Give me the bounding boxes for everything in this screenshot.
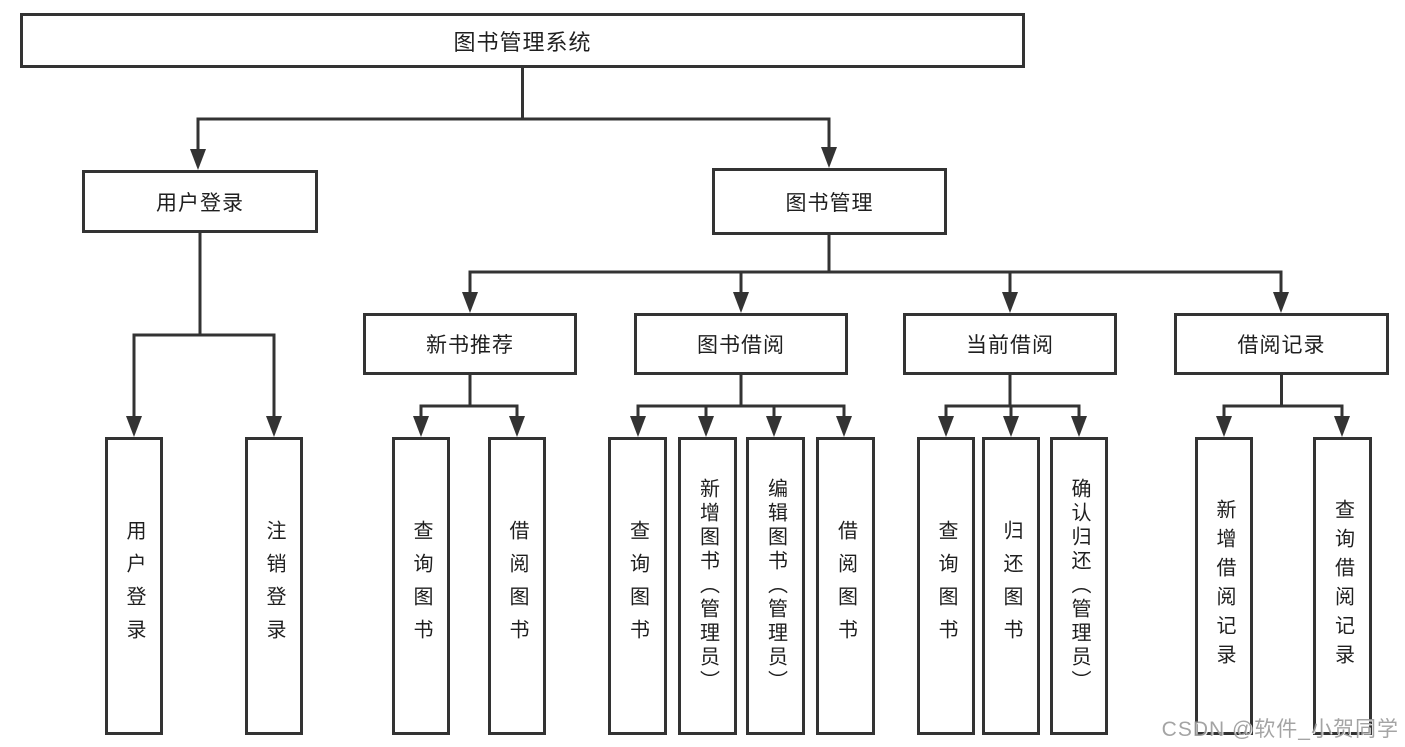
node-book-management: 图书管理: [712, 168, 947, 235]
leaf-query-books-borrow: 查询图书: [608, 437, 667, 735]
leaf-add-borrow-record: 新增借阅记录: [1195, 437, 1253, 735]
leaf-query-borrow-record: 查询借阅记录: [1313, 437, 1372, 735]
leaf-add-books-admin: 新增图书（管理员）: [678, 437, 737, 735]
leaf-user-login: 用户登录: [105, 437, 163, 735]
leaf-edit-books-admin: 编辑图书（管理员）: [746, 437, 805, 735]
node-book-borrow: 图书借阅: [634, 313, 848, 375]
leaf-borrow-books: 借阅图书: [816, 437, 875, 735]
leaf-confirm-return-admin: 确认归还（管理员）: [1050, 437, 1108, 735]
leaf-return-books: 归还图书: [982, 437, 1040, 735]
csdn-watermark: CSDN @软件_小贺同学: [1161, 718, 1399, 741]
node-new-book-recommend: 新书推荐: [363, 313, 577, 375]
leaf-logout: 注销登录: [245, 437, 303, 735]
node-user-login: 用户登录: [82, 170, 318, 233]
leaf-query-books-recommend: 查询图书: [392, 437, 450, 735]
node-library-management-system: 图书管理系统: [20, 13, 1025, 68]
node-current-borrow: 当前借阅: [903, 313, 1117, 375]
leaf-query-books-current: 查询图书: [917, 437, 975, 735]
leaf-borrow-books-recommend: 借阅图书: [488, 437, 546, 735]
node-borrow-records: 借阅记录: [1174, 313, 1389, 375]
